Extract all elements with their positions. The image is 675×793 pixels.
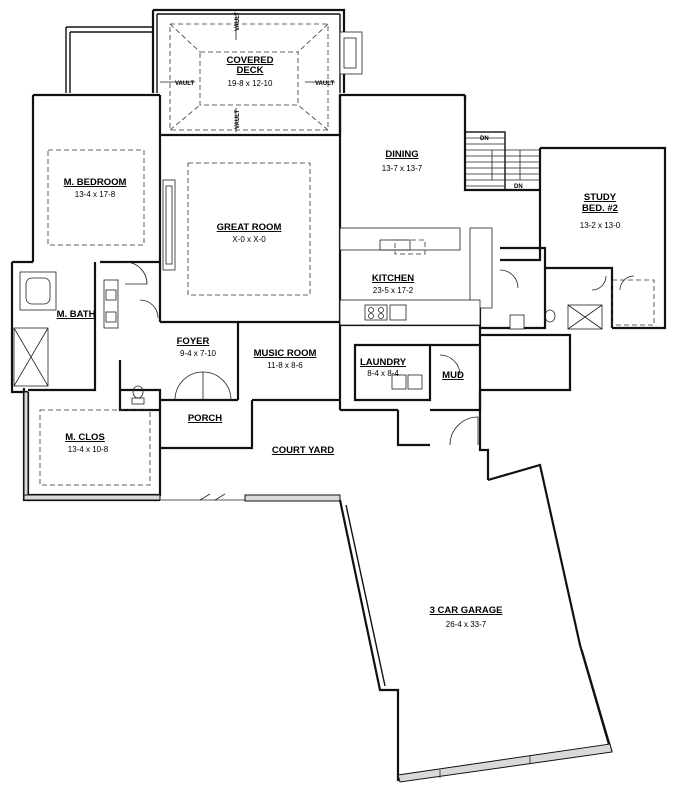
foyer-size: 9-4 x 7-10	[180, 349, 217, 358]
vault-label: VAULT	[315, 81, 334, 87]
court-yard-label: COURT YARD	[272, 445, 334, 456]
garage-door-wall	[397, 743, 613, 783]
laundry-label: LAUNDRY	[360, 357, 407, 368]
vault-label: VAULT	[235, 110, 241, 129]
washer-icon	[391, 374, 407, 390]
dryer-icon	[407, 374, 423, 390]
study-label-2: BED. #2	[582, 203, 618, 214]
cooktop-icon	[364, 304, 388, 321]
study-label: STUDY	[584, 192, 617, 203]
great-room-size: X-0 x X-0	[232, 235, 266, 244]
wall-fill	[23, 494, 161, 501]
vanity-icon	[103, 279, 119, 329]
door-swings	[124, 261, 635, 446]
stair-down-label: DN	[514, 184, 523, 190]
courtyard-wall	[160, 493, 341, 502]
closet-shelving	[39, 409, 151, 486]
toilet-icon	[132, 385, 144, 399]
wall-fill	[23, 391, 29, 502]
garage-label: 3 CAR GARAGE	[430, 605, 503, 616]
great-room-label: GREAT ROOM	[217, 222, 282, 233]
fireplace-icon	[339, 31, 363, 75]
kitchen-fixtures	[339, 227, 493, 390]
oven-icon	[389, 304, 407, 321]
m-bath-label: M. BATH	[57, 309, 96, 320]
kitchen-label: KITCHEN	[372, 273, 414, 284]
porch-label: PORCH	[188, 413, 222, 424]
great-room-fireplace	[162, 179, 176, 271]
side-deck	[65, 26, 153, 93]
m-clos-size: 13-4 x 10-8	[68, 445, 109, 454]
m-bedroom-label: M. BEDROOM	[64, 177, 127, 188]
bedroom-ceiling	[47, 149, 145, 246]
music-room-size: 11-8 x 8-6	[267, 361, 303, 370]
m-clos-label: M. CLOS	[65, 432, 105, 443]
courtyard-planter	[244, 494, 341, 502]
m-bedroom-size: 13-4 x 17-8	[75, 190, 116, 199]
vault-label: VAULT	[175, 81, 194, 87]
vault-label: VAULT	[235, 12, 241, 31]
foyer-label: FOYER	[177, 336, 210, 347]
stair-down-label: DN	[480, 136, 489, 142]
mud-label: MUD	[442, 370, 464, 381]
laundry-size: 8-4 x 8-4	[367, 369, 399, 378]
kitchen-island	[339, 227, 461, 251]
toilet-icon	[544, 309, 556, 323]
dining-size: 13-7 x 13-7	[382, 164, 423, 173]
garage-size: 26-4 x 33-7	[446, 620, 487, 629]
study-bath-fixtures	[509, 279, 655, 330]
covered-deck-label: COVERED	[227, 55, 274, 66]
study-size: 13-2 x 13-0	[580, 221, 621, 230]
stairs	[464, 131, 540, 191]
master-bath-fixtures	[13, 271, 145, 405]
great-room-ceiling	[187, 162, 311, 296]
dining-label: DINING	[385, 149, 418, 160]
music-room-label: MUSIC ROOM	[254, 348, 317, 359]
covered-deck-area	[151, 8, 363, 132]
kitchen-size: 23-5 x 17-2	[373, 286, 414, 295]
covered-deck-label-2: DECK	[237, 65, 264, 76]
covered-deck-size: 19-8 x 12-10	[228, 79, 273, 88]
garage	[338, 463, 613, 783]
